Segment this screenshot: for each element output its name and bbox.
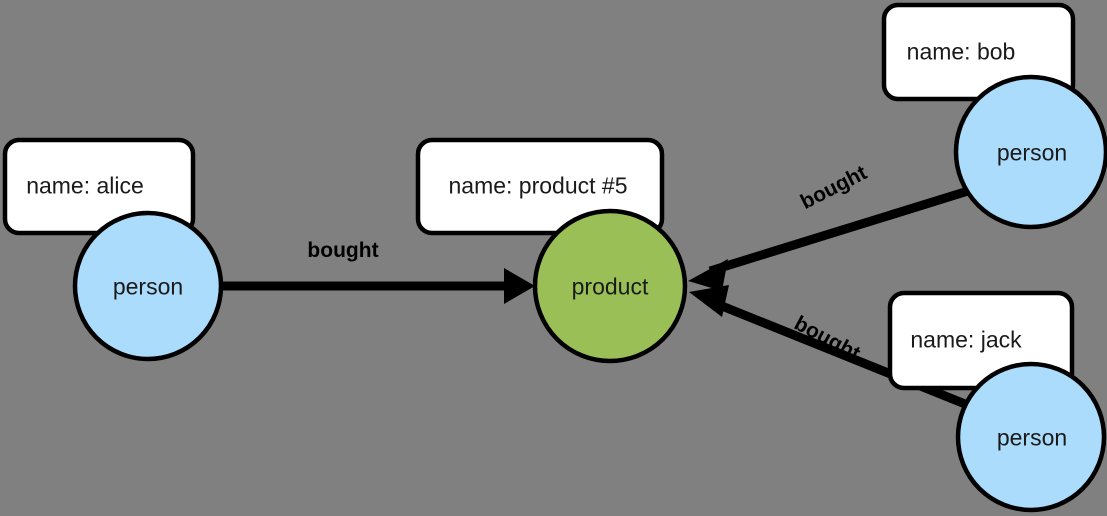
arrow-head-icon	[504, 268, 535, 304]
edge-line	[708, 186, 970, 276]
node-circle-product[interactable]	[532, 208, 688, 364]
node-circle-jack[interactable]	[955, 361, 1107, 513]
node-circle-alice[interactable]	[72, 210, 224, 362]
arrow-head-icon	[688, 259, 728, 291]
edge-bob-bought-product[interactable]	[688, 186, 970, 291]
property-label-alice: name: alice	[26, 172, 144, 199]
property-label-jack: name: jack	[910, 326, 1022, 353]
property-label-bob: name: bob	[906, 38, 1016, 65]
edge-label-alice-bought: bought	[307, 239, 379, 262]
property-label-product: name: product #5	[448, 172, 628, 199]
arrow-head-icon	[689, 285, 729, 317]
node-circle-bob[interactable]	[953, 74, 1107, 230]
edge-alice-bought-product[interactable]	[222, 268, 535, 304]
